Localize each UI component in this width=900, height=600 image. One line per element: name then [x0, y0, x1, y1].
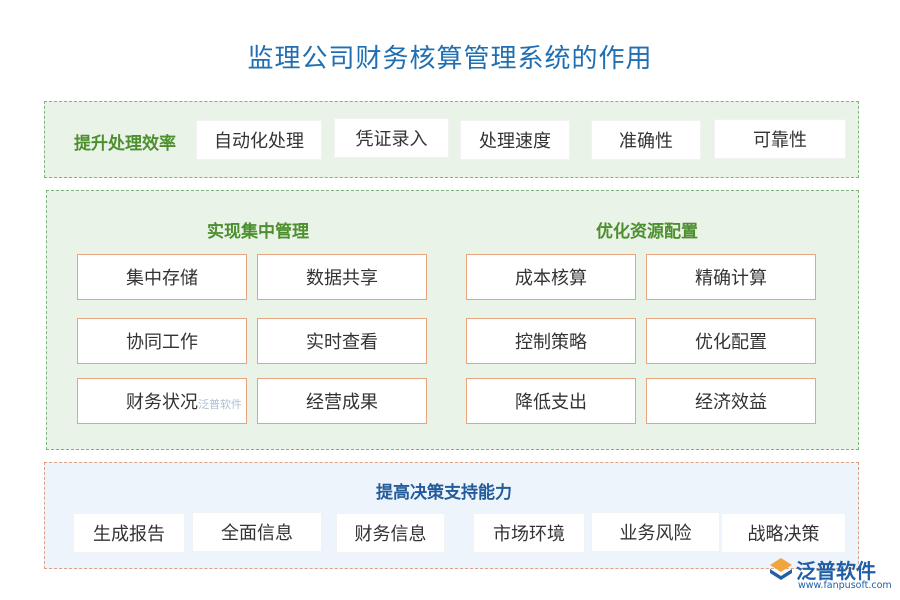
decision-item-financial-information: 财务信息	[337, 514, 444, 552]
decision-item-market-environment: 市场环境	[474, 514, 584, 552]
brand-logo-icon	[770, 558, 792, 580]
efficiency-item-reliability: 可靠性	[715, 120, 845, 158]
centralized-management-label: 实现集中管理	[207, 222, 309, 242]
decision-item-full-information: 全面信息	[193, 513, 321, 551]
allocation-item-reduce-expense: 降低支出	[466, 378, 636, 424]
management-item-collaboration: 协同工作	[77, 318, 247, 364]
allocation-item-precise-calculation: 精确计算	[646, 254, 816, 300]
efficiency-item-automation: 自动化处理	[197, 121, 321, 159]
allocation-item-control-strategy: 控制策略	[466, 318, 636, 364]
management-item-financial-status: 财务状况	[77, 378, 247, 424]
allocation-item-economic-benefit: 经济效益	[646, 378, 816, 424]
decision-item-generate-report: 生成报告	[74, 514, 184, 552]
efficiency-item-speed: 处理速度	[461, 121, 569, 159]
decision-item-business-risk: 业务风险	[592, 513, 719, 551]
efficiency-label: 提升处理效率	[74, 134, 176, 154]
efficiency-item-accuracy: 准确性	[592, 121, 700, 159]
brand-logo-url: www.fanpusoft.com	[798, 580, 892, 591]
resource-allocation-label: 优化资源配置	[596, 222, 698, 242]
management-item-realtime-view: 实时查看	[257, 318, 427, 364]
allocation-item-cost-accounting: 成本核算	[466, 254, 636, 300]
watermark: 泛普软件	[198, 398, 242, 411]
management-item-central-storage: 集中存储	[77, 254, 247, 300]
page-title: 监理公司财务核算管理系统的作用	[247, 44, 653, 74]
decision-support-label: 提高决策支持能力	[376, 483, 512, 503]
allocation-item-optimize-allocation: 优化配置	[646, 318, 816, 364]
efficiency-item-voucher-entry: 凭证录入	[335, 119, 448, 157]
brand-logo: 泛普软件 www.fanpusoft.com	[768, 553, 892, 593]
management-item-data-sharing: 数据共享	[257, 254, 427, 300]
brand-logo-name: 泛普软件	[796, 559, 876, 583]
decision-item-strategic-decision: 战略决策	[722, 514, 845, 552]
management-item-business-results: 经营成果	[257, 378, 427, 424]
